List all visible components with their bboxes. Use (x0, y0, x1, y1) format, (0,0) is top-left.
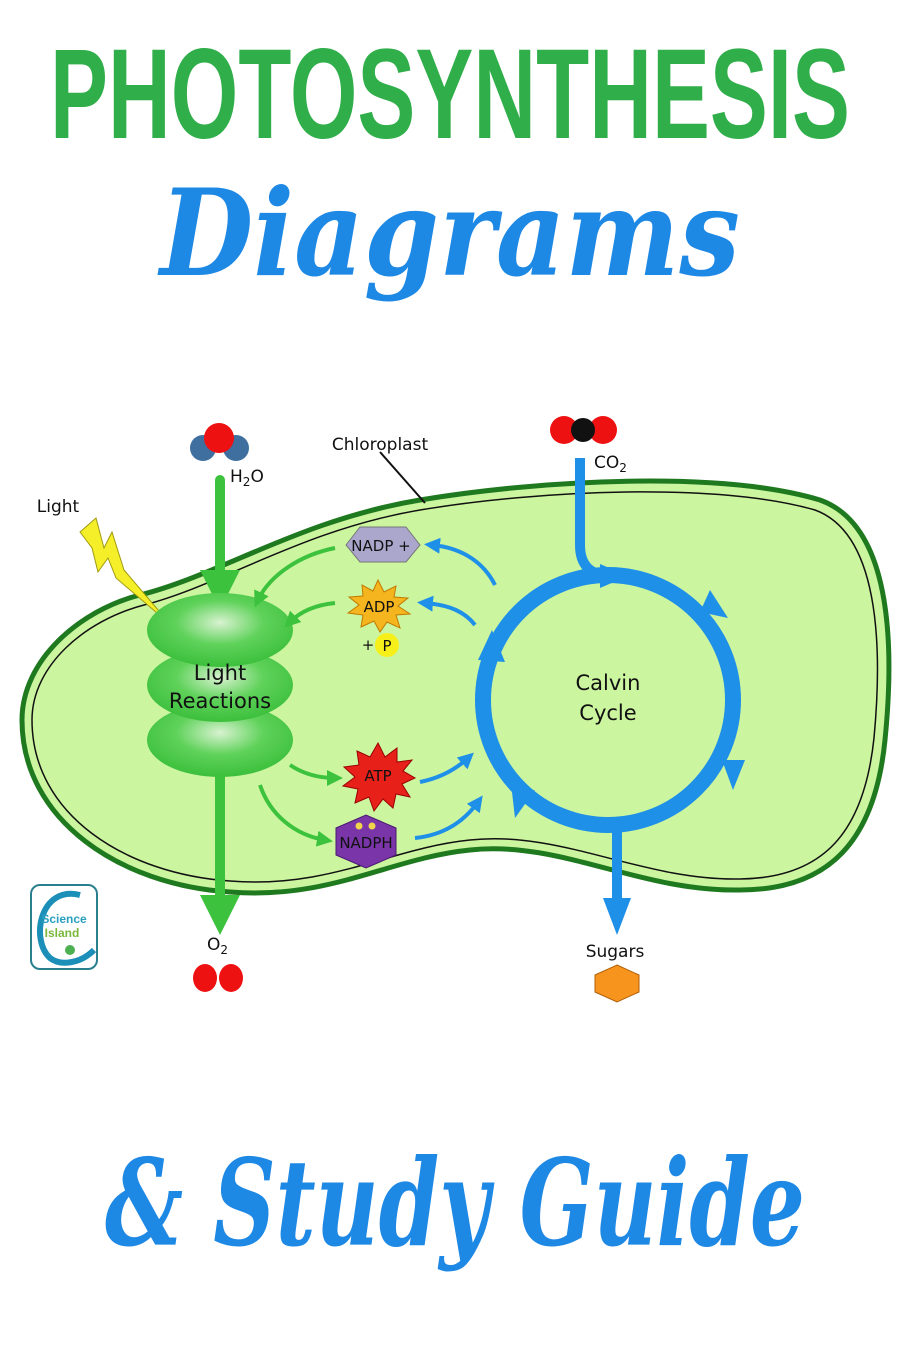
calvin-cycle-label-line1: Calvin (576, 671, 641, 695)
nadp-to-light-arrow (254, 546, 336, 608)
atp-label: ATP (364, 767, 391, 785)
light-to-atp-arrow (288, 763, 343, 786)
electron-dot-icon (368, 822, 376, 830)
sugar-hexagon-icon (594, 964, 640, 1003)
cycle-arrowhead-icon (600, 564, 628, 588)
main-title: PHOTOSYNTHESIS (50, 23, 850, 166)
svg-text:Island: Island (45, 926, 80, 940)
sugars-arrowhead-icon (603, 898, 631, 935)
phosphate-label: P (382, 637, 391, 655)
light-reactions-label-line2: Reactions (169, 689, 271, 713)
subtitle: Diagrams (157, 163, 740, 304)
cycle-arrowhead-icon (512, 790, 535, 818)
nadph-to-calvin-arrow (414, 795, 483, 840)
calvin-cycle-label-line2: Cycle (579, 701, 636, 725)
phosphate-circle-icon (375, 633, 399, 657)
light-reactions-label-line1: Light (194, 661, 246, 685)
science-island-logo: Science Island (30, 884, 98, 970)
water-molecule-icon (190, 423, 249, 461)
phosphate-plus: + (362, 636, 375, 654)
electron-dot-icon (355, 822, 363, 830)
adp-to-light-arrow (284, 601, 336, 628)
nadph-hexagon (335, 814, 397, 869)
cycle-arrowhead-icon (478, 630, 505, 662)
cycle-arrowhead-icon (722, 760, 745, 790)
sugars-label: Sugars (586, 942, 645, 962)
atp-to-calvin-arrow (419, 752, 474, 784)
nadph-label: NADPH (339, 834, 392, 852)
nadp-label: NADP + (351, 537, 410, 555)
chloroplast-pointer-line (379, 451, 426, 504)
footer-title: & Study Guide (105, 1133, 805, 1274)
carbon-dioxide-label: CO2 (594, 453, 627, 475)
adp-label: ADP (364, 598, 395, 616)
light-label: Light (37, 497, 80, 517)
adp-starburst-icon (346, 578, 412, 633)
chloroplast-label: Chloroplast (332, 435, 429, 455)
oxygen-label: O2 (207, 935, 228, 957)
light-reactions-thylakoid (147, 593, 293, 777)
nadp-hexagon (345, 526, 421, 563)
cycle-arrowhead-icon (700, 590, 728, 618)
calvin-to-nadp-arrow (424, 537, 497, 586)
svg-text:Science: Science (41, 912, 87, 926)
oxygen-molecule-icon (193, 964, 243, 992)
carbon-dioxide-molecule-icon (550, 416, 617, 444)
atp-starburst-icon (341, 741, 417, 813)
calvin-to-adp-arrow (417, 595, 477, 627)
light-to-nadph-arrow (258, 784, 333, 847)
water-label: H2O (230, 467, 264, 489)
